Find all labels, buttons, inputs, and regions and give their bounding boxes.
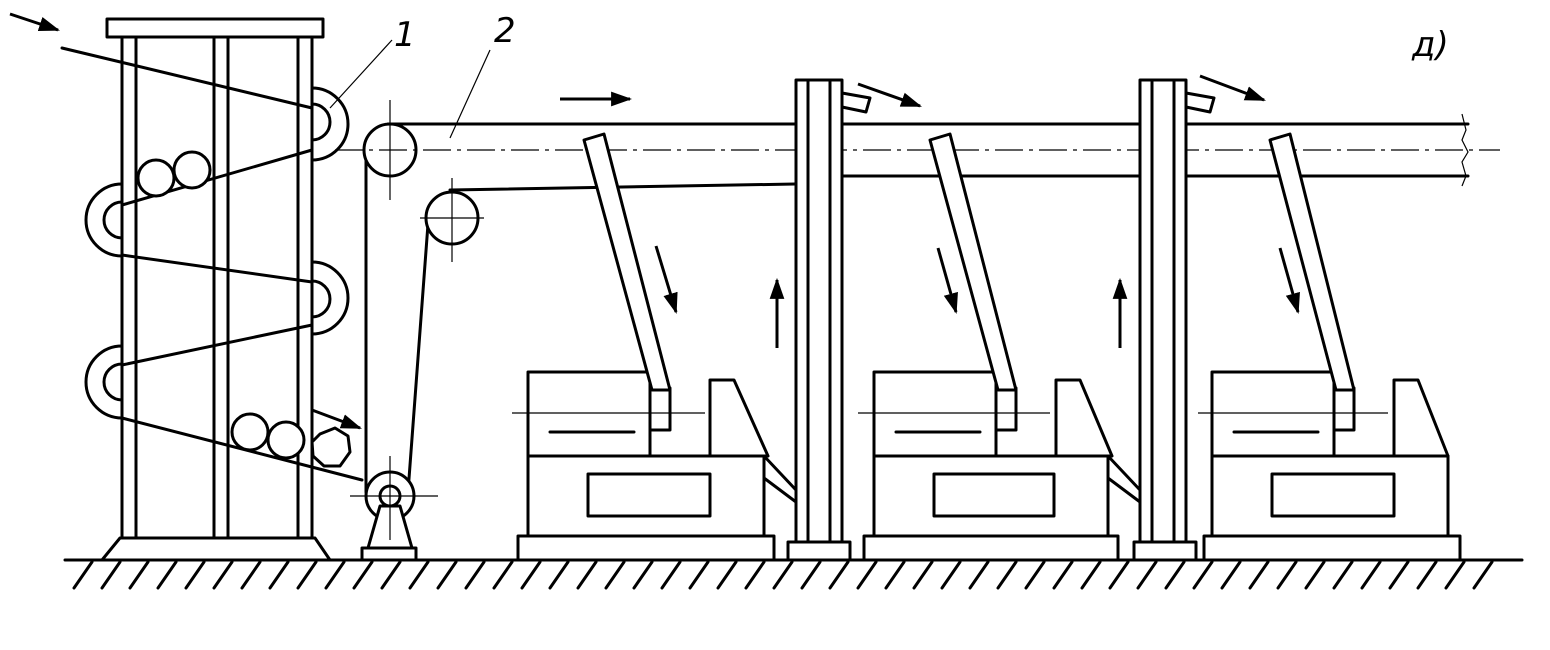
hatch-line (660, 560, 682, 590)
hatch-line (1220, 560, 1242, 590)
hatch-line (884, 560, 906, 590)
hatch-line (912, 560, 934, 590)
hatch-line (100, 560, 122, 590)
hatch-line (716, 560, 738, 590)
hatch-line (352, 560, 374, 590)
hatch-line (436, 560, 458, 590)
hatch-line (1052, 560, 1074, 590)
hatch-line (968, 560, 990, 590)
hatch-line (464, 560, 486, 590)
hatch-line (1024, 560, 1046, 590)
hatch-line (548, 560, 570, 590)
hatch-line (520, 560, 542, 590)
label-item-1: 1 (394, 15, 416, 55)
hatch-line (268, 560, 290, 590)
hatch-line (632, 560, 654, 590)
hatch-line (184, 560, 206, 590)
hatch-line (212, 560, 234, 590)
hatch-line (576, 560, 598, 590)
hatch-line (1304, 560, 1326, 590)
belt-conveyor (335, 91, 1500, 562)
hatch-line (380, 560, 402, 590)
hatch-line (1472, 560, 1494, 590)
hatch-line (940, 560, 962, 590)
hatch-line (408, 560, 430, 590)
leader-item-1 (329, 39, 393, 109)
floor-hatching (72, 560, 1494, 590)
hatch-line (1360, 560, 1382, 590)
hatch-line (1080, 560, 1102, 590)
hatch-line (772, 560, 794, 590)
magazine-storage (9, 12, 364, 562)
hatch-line (128, 560, 150, 590)
hatch-line (996, 560, 1018, 590)
hatch-line (1136, 560, 1158, 590)
hatch-line (1192, 560, 1214, 590)
hatch-line (1276, 560, 1298, 590)
hatch-line (604, 560, 626, 590)
hatch-line (828, 560, 850, 590)
hatch-line (1164, 560, 1186, 590)
hatch-line (296, 560, 318, 590)
hatch-line (240, 560, 262, 590)
hatch-line (744, 560, 766, 590)
hatch-line (492, 560, 514, 590)
hatch-line (1388, 560, 1410, 590)
machine-1 (512, 132, 798, 562)
hatch-line (1248, 560, 1270, 590)
hatch-line (1416, 560, 1438, 590)
label-figure: д) (1411, 25, 1449, 65)
hatch-line (1444, 560, 1466, 590)
elevator-column-1 (769, 78, 922, 562)
label-item-2: 2 (494, 11, 516, 51)
hatch-line (800, 560, 822, 590)
hatch-line (324, 560, 346, 590)
machine-3 (1198, 132, 1462, 562)
hatch-line (688, 560, 710, 590)
elevator-column-2 (1112, 74, 1266, 562)
hatch-line (156, 560, 178, 590)
hatch-line (856, 560, 878, 590)
machine-2 (858, 132, 1142, 562)
hatch-line (72, 560, 94, 590)
hatch-line (1332, 560, 1354, 590)
hatch-line (1108, 560, 1130, 590)
floor (63, 558, 1524, 590)
